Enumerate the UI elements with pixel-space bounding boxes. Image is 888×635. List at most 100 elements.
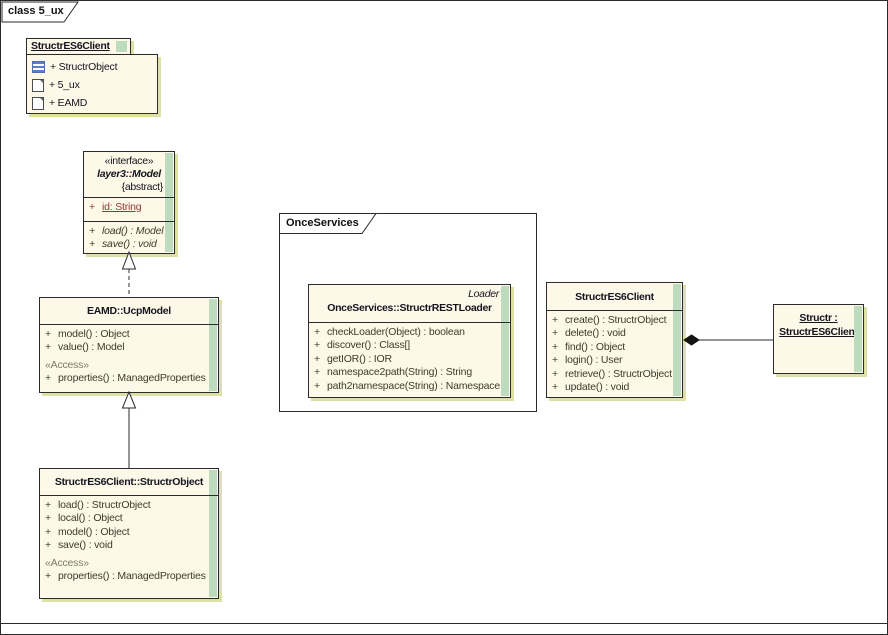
visibility: + (89, 225, 95, 237)
operation-text: model() : Object (58, 328, 130, 340)
visibility: + (45, 328, 51, 340)
operation-row[interactable]: + properties() : ManagedProperties (40, 570, 218, 583)
class-name: StructrES6Client (547, 283, 682, 311)
operation-text: namespace2path(String) : String (327, 366, 472, 379)
operation-row[interactable]: + update() : void (547, 381, 682, 394)
operation-text: local() : Object (58, 512, 123, 525)
visibility: + (45, 512, 51, 525)
operation-row[interactable]: + discover() : Class[] (309, 339, 510, 352)
class-layer3-model[interactable]: «interface» layer3::Model {abstract} +id… (83, 151, 175, 254)
status-stripe (673, 284, 681, 396)
operation-row[interactable]: + namespace2path(String) : String (309, 366, 510, 379)
visibility: + (45, 371, 51, 384)
access-stereotype: «Access» (45, 358, 89, 371)
visibility: + (552, 327, 558, 340)
package-structres6client-body[interactable]: + StructrObject + 5_ux + EAMD (26, 54, 158, 114)
package-item-eamd[interactable]: + EAMD (27, 94, 157, 112)
status-stripe (854, 306, 862, 372)
operation-row[interactable]: + local() : Object (40, 512, 218, 525)
status-stripe (165, 153, 173, 252)
visibility: + (45, 569, 51, 582)
operation-row[interactable]: + path2namespace(String) : Namespace (309, 380, 510, 393)
visibility: + (45, 499, 51, 511)
operation-text: save() : void (58, 539, 113, 552)
visibility: + (89, 238, 95, 251)
loader-tag: Loader (468, 288, 499, 300)
diagram-icon (32, 78, 44, 92)
visibility: + (45, 525, 51, 538)
operation-text: model() : Object (58, 525, 130, 538)
onceservices-boundary-label: OnceServices (286, 217, 359, 229)
operation-row[interactable]: +login() : User (547, 354, 682, 367)
visibility: + (45, 341, 51, 354)
operation-text: load() : Model (102, 225, 164, 237)
package-status-stripe (116, 41, 127, 52)
operation-text: create() : StructrObject (565, 314, 667, 326)
class-name: StructrES6Client::StructrObject (40, 469, 218, 496)
package-item-structrobject[interactable]: + StructrObject (27, 58, 157, 76)
abstract-tag: {abstract} (121, 181, 164, 193)
operation-text: delete() : void (565, 327, 626, 340)
operation-row[interactable]: +create() : StructrObject (547, 314, 682, 327)
operation-text: update() : void (565, 381, 630, 394)
operation-row[interactable]: + save() : void (40, 539, 218, 552)
diagram-icon (32, 96, 44, 110)
operation-row[interactable]: + load() : Model (84, 225, 174, 238)
visibility: + (314, 339, 320, 352)
class-eamd-ucpmodel[interactable]: EAMD::UcpModel +model() : Object +value(… (39, 297, 219, 393)
operation-row[interactable]: +find() : Object (547, 341, 682, 354)
object-structr-instance[interactable]: Structr : StructrES6Client (773, 304, 864, 374)
visibility: + (314, 326, 320, 338)
operation-text: save() : void (102, 238, 157, 251)
operation-row[interactable]: + getIOR() : IOR (309, 353, 510, 366)
operation-row[interactable]: + properties() : ManagedProperties (40, 372, 218, 385)
package-item-label: + StructrObject (50, 61, 118, 73)
package-structres6client-tab[interactable]: StructrES6Client (26, 38, 131, 55)
visibility: + (89, 201, 95, 213)
package-name: StructrES6Client (31, 40, 110, 52)
operation-row[interactable]: + model() : Object (40, 526, 218, 539)
operation-text: login() : User (565, 354, 623, 367)
diagram-frame-label: class 5_ux (8, 5, 64, 17)
status-stripe (209, 470, 217, 597)
operation-text: getIOR() : IOR (327, 352, 392, 365)
operation-row[interactable]: + load() : StructrObject (40, 499, 218, 512)
visibility: + (552, 381, 558, 394)
operation-row[interactable]: + checkLoader(Object) : boolean (309, 326, 510, 339)
visibility: + (314, 352, 320, 365)
operation-text: load() : StructrObject (58, 499, 151, 511)
composition-diamond (683, 334, 700, 346)
class-structres6client[interactable]: StructrES6Client +create() : StructrObje… (546, 282, 683, 398)
visibility: + (314, 366, 320, 379)
attribute-row[interactable]: + id: String (84, 201, 174, 214)
operation-row[interactable]: + save() : void (84, 238, 174, 251)
operation-row[interactable]: + model() : Object (40, 328, 218, 341)
class-icon (32, 61, 45, 73)
realization-arrowhead (121, 250, 137, 270)
operation-text: value() : Model (58, 341, 125, 354)
visibility: + (45, 539, 51, 552)
package-item-5ux[interactable]: + 5_ux (27, 76, 157, 94)
visibility: + (552, 367, 558, 380)
instance-name-line2: StructrES6Client (779, 326, 858, 338)
class-structres6client-structrobject[interactable]: StructrES6Client::StructrObject + load() … (39, 468, 219, 599)
operation-text: properties() : ManagedProperties (58, 569, 206, 582)
class-onceservices-structrrestloader[interactable]: Loader OnceServices::StructrRESTLoader +… (308, 284, 511, 398)
visibility: + (552, 340, 558, 353)
operation-text: discover() : Class[] (327, 339, 410, 352)
package-item-label: + EAMD (49, 97, 88, 109)
interface-name: layer3::Model (97, 168, 161, 180)
operation-text: retrieve() : StructrObject (565, 367, 672, 380)
class-name: OnceServices::StructrRESTLoader (327, 302, 492, 314)
operation-text: properties() : ManagedProperties (58, 371, 206, 384)
operation-row[interactable]: + retrieve() : StructrObject (547, 368, 682, 381)
operation-row[interactable]: + delete() : void (547, 327, 682, 340)
instance-name-line1: Structr : (799, 312, 838, 324)
operation-text: checkLoader(Object) : boolean (327, 326, 465, 338)
generalization-arrowhead (121, 390, 137, 409)
attribute-text: id: String (102, 201, 142, 213)
operation-text: path2namespace(String) : Namespace (327, 379, 500, 392)
visibility: + (314, 379, 320, 392)
operation-row[interactable]: + value() : Model (40, 341, 218, 354)
